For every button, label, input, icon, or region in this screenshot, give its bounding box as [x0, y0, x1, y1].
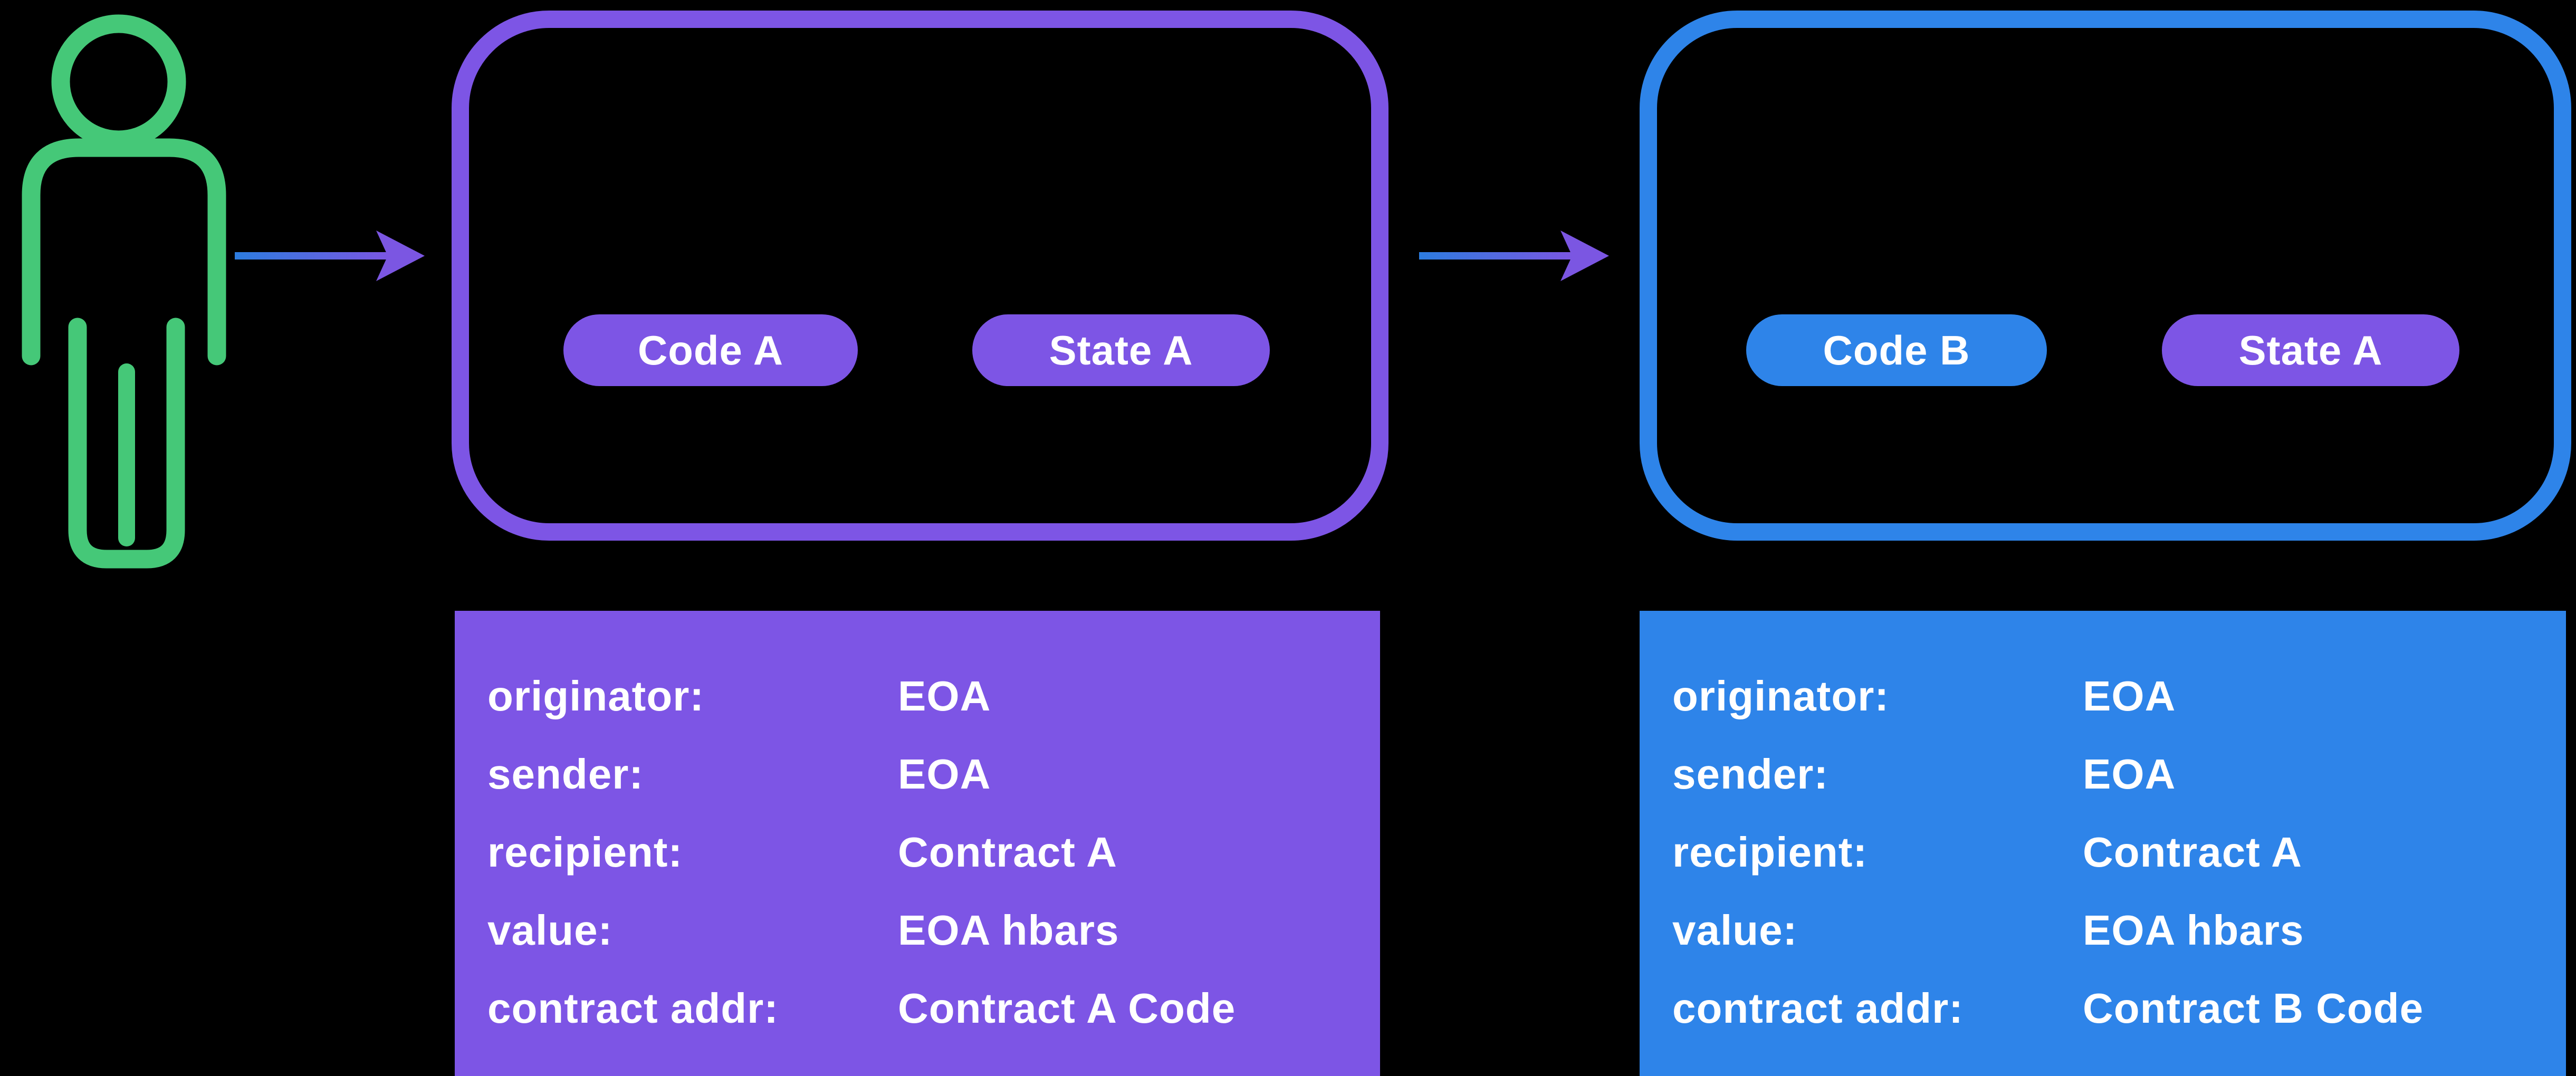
contract-b-box [1640, 11, 2571, 541]
detail-row: value: EOA hbars [1672, 891, 2540, 969]
contract-b-details-panel: originator: EOA sender: EOA recipient: C… [1640, 611, 2566, 1076]
detail-row: recipient: Contract A [1672, 813, 2540, 891]
detail-row: sender: EOA [1672, 735, 2540, 813]
person-torso-arms [22, 138, 226, 366]
row-label: sender: [487, 751, 644, 798]
detail-row: originator: EOA [1672, 657, 2540, 735]
row-label: recipient: [487, 829, 683, 876]
row-label: originator: [1672, 672, 1889, 719]
person-legs [68, 318, 185, 569]
row-label: contract addr: [487, 985, 779, 1032]
row-label: contract addr: [1672, 985, 1964, 1032]
detail-row: originator: EOA [487, 657, 1354, 735]
flow-arrow-1-icon [235, 230, 425, 281]
row-value: EOA [2083, 751, 2176, 798]
detail-row: sender: EOA [487, 735, 1354, 813]
flow-arrow-2-icon [1419, 230, 1609, 281]
row-value: EOA [2083, 672, 2176, 719]
row-label: originator: [487, 672, 704, 719]
contract-a-box [452, 11, 1388, 541]
state-a-pill: State A [972, 314, 1270, 386]
row-value: Contract A [2083, 829, 2302, 876]
row-value: EOA [898, 672, 991, 719]
state-a-pill-b: State A [2162, 314, 2459, 386]
row-value: Contract B Code [2083, 985, 2424, 1032]
row-label: sender: [1672, 751, 1828, 798]
detail-row: recipient: Contract A [487, 813, 1354, 891]
detail-row: contract addr: Contract B Code [1672, 969, 2540, 1048]
row-label: recipient: [1672, 829, 1868, 876]
person-head [51, 14, 186, 149]
detail-row: value: EOA hbars [487, 891, 1354, 969]
row-label: value: [1672, 907, 1798, 954]
code-a-pill: Code A [563, 314, 858, 386]
row-value: EOA [898, 751, 991, 798]
row-value: EOA hbars [898, 907, 1119, 954]
code-b-pill: Code B [1746, 314, 2047, 386]
row-label: value: [487, 907, 613, 954]
row-value: EOA hbars [2083, 907, 2304, 954]
row-value: Contract A Code [898, 985, 1236, 1032]
contract-a-details-panel: originator: EOA sender: EOA recipient: C… [455, 611, 1380, 1076]
row-value: Contract A [898, 829, 1117, 876]
detail-row: contract addr: Contract A Code [487, 969, 1354, 1048]
person-icon [22, 14, 226, 569]
